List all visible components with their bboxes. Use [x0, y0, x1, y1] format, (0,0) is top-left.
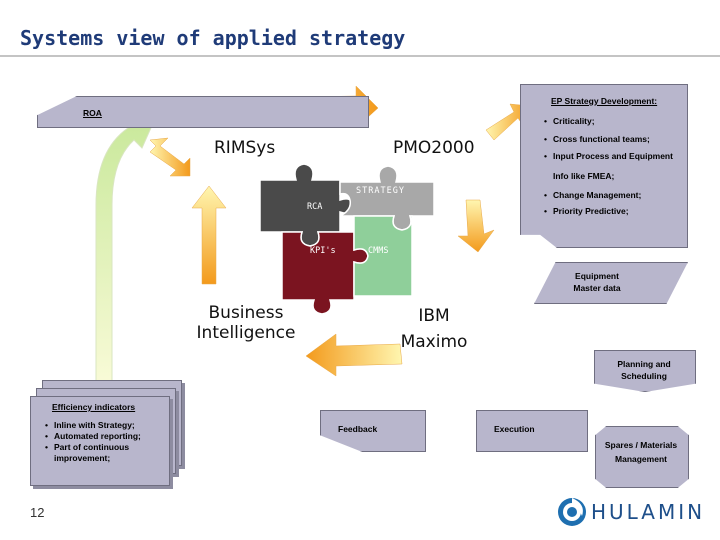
efficiency-item-automated: Automated reporting;: [45, 431, 164, 442]
ep-item-criticality: Criticality;: [544, 114, 683, 128]
arrow-left: [305, 333, 403, 377]
ep-item-teams: Cross functional teams;: [544, 132, 683, 146]
planning-box: [594, 350, 696, 392]
arrow-down: [457, 199, 495, 253]
puzzle-label-rca: RCA: [307, 202, 323, 212]
roa-label: ROA: [83, 108, 102, 118]
puzzle: [259, 163, 435, 315]
page-number: 12: [30, 505, 45, 520]
efficiency-list: Inline with Strategy; Automated reportin…: [44, 420, 164, 464]
spares-label: Spares / Materials Management: [604, 440, 678, 464]
spares-box: [595, 426, 689, 488]
ep-list: Criticality; Cross functional teams; Inp…: [543, 114, 683, 218]
ibm-maximo-label: IBM Maximo: [400, 306, 468, 352]
page-title: Systems view of applied strategy: [20, 26, 406, 50]
puzzle-label-kpis: KPI's: [310, 246, 336, 256]
ep-item-input: Input Process and Equipment Info like FM…: [544, 146, 683, 186]
company-logo-text: HULAMIN: [591, 500, 706, 524]
feedback-label: Feedback: [338, 424, 378, 434]
return-arrow: [95, 111, 159, 393]
ep-heading: EP Strategy Development:: [551, 96, 658, 106]
planning-label: Planning and Scheduling: [617, 359, 671, 381]
title-divider: [0, 55, 720, 57]
execution-label: Execution: [494, 424, 535, 434]
efficiency-item-continuous: Part of continuous improvement;: [45, 442, 164, 464]
ep-item-priority: Priority Predictive;: [544, 204, 683, 218]
hulamin-logo-icon: [558, 498, 586, 526]
puzzle-piece-cmms: [353, 215, 413, 297]
pmo2000-label: PMO2000: [393, 138, 475, 158]
puzzle-label-cmms: CMMS: [368, 246, 389, 256]
execution-box: [476, 410, 588, 452]
double-arrow: [149, 137, 191, 177]
efficiency-item-inline: Inline with Strategy;: [45, 420, 164, 431]
arrow-up: [191, 185, 227, 285]
efficiency-heading: Efficiency indicators: [52, 402, 136, 412]
puzzle-label-strategy: STRATEGY: [356, 186, 405, 196]
business-intelligence-label: Business Intelligence: [196, 303, 296, 343]
rimsys-label: RIMSys: [214, 138, 276, 158]
ep-item-change: Change Management;: [544, 188, 683, 202]
equipment-master-label: Equipment Master data: [573, 271, 621, 293]
